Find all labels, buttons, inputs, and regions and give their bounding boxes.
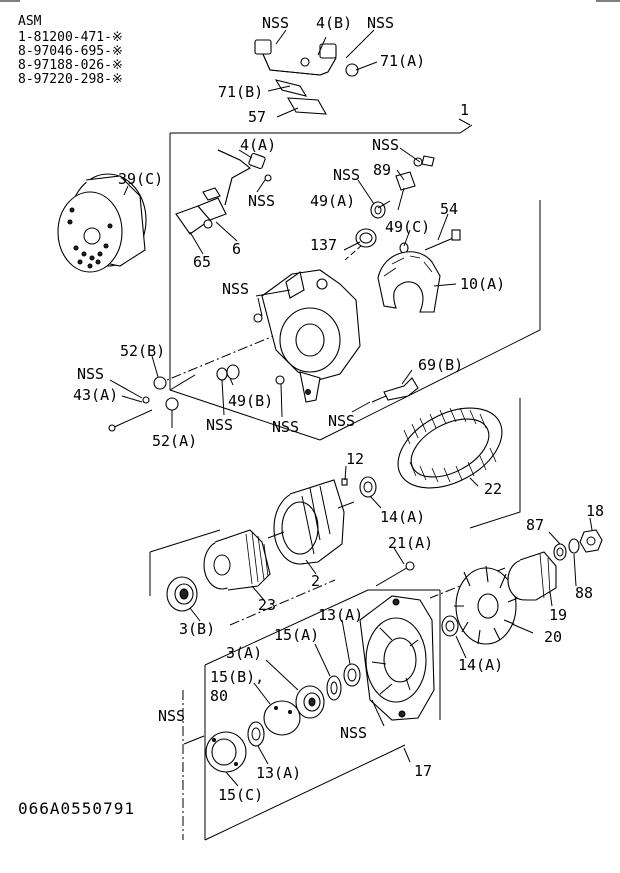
callout-14a-lower: 14(A) (458, 656, 503, 674)
assembly-title: ASM (18, 14, 42, 29)
part-23-pulley (203, 529, 271, 591)
callout-nss-top-right: NSS (367, 14, 394, 32)
callout-65: 65 (193, 253, 211, 271)
part-69b-bracket (371, 377, 419, 403)
part-89-terminal (395, 155, 435, 211)
assembly-header: ASM 1-81200-471-※ 8-97046-695-※ 8-97188-… (18, 14, 123, 87)
part-17-front-housing (359, 595, 435, 721)
part-43a-through-bolt (108, 409, 153, 432)
callout-nss-69b: NSS (328, 412, 355, 430)
callout-19: 19 (549, 606, 567, 624)
callout-69b: 69(B) (418, 356, 463, 374)
callout-52a: 52(A) (152, 432, 197, 450)
part-13a-15c-retainer (183, 721, 265, 773)
callout-17: 17 (414, 762, 432, 780)
callout-13a-upper: 13(A) (318, 606, 363, 624)
callout-20: 20 (544, 628, 562, 646)
callout-89: 89 (373, 161, 391, 179)
callout-137: 137 (310, 236, 337, 254)
callout-2: 2 (311, 572, 320, 590)
assembly-number-1: 1-81200-471-※ (18, 30, 123, 45)
callout-nss-top-left: NSS (262, 14, 289, 32)
callout-15a: 15(A) (274, 626, 319, 644)
callout-21a: 21(A) (388, 534, 433, 552)
callout-nss-bottom-left: NSS (158, 707, 185, 725)
callout-18: 18 (586, 502, 604, 520)
callout-1: 1 (460, 101, 469, 119)
callout-39c: 39(C) (118, 170, 163, 188)
callout-nss-49a: NSS (333, 166, 360, 184)
callout-nss-4a: NSS (248, 192, 275, 210)
callout-88: 88 (575, 584, 593, 602)
callout-15c: 15(C) (218, 786, 263, 804)
top-harness-wire (254, 39, 359, 115)
part-2-rotor (267, 479, 355, 565)
callout-52b: 52(B) (120, 342, 165, 360)
assembly-number-2: 8-97046-695-※ (18, 44, 123, 59)
part-14a-12-spacer (341, 476, 377, 498)
leader-lines (109, 29, 593, 787)
callout-3a: 3(A) (226, 644, 262, 662)
callout-22: 22 (484, 480, 502, 498)
callout-54: 54 (440, 200, 458, 218)
callout-10a: 10(A) (460, 275, 505, 293)
assembly-boundary-lines (149, 124, 541, 841)
part-54-bolt (424, 229, 461, 251)
callout-23: 23 (258, 596, 276, 614)
callout-4a: 4(A) (240, 136, 276, 154)
callout-nss-mid: NSS (222, 280, 249, 298)
callout-87: 87 (526, 516, 544, 534)
assembly-number-4: 8-97220-298-※ (18, 72, 123, 87)
callout-labels: NSS 4(B) NSS 71(A) 71(B) 57 1 4(A) NSS N… (73, 14, 604, 804)
callout-nss-49b: NSS (206, 416, 233, 434)
part-21a-stud-bolt (375, 561, 415, 587)
callout-49a: 49(A) (310, 192, 355, 210)
part-49b-52-bushes (142, 364, 285, 411)
callout-6: 6 (232, 240, 241, 258)
part-3b-bearing (166, 576, 198, 612)
callout-nss-housing: NSS (272, 418, 299, 436)
part-20-fan (441, 565, 519, 645)
part-1-rear-housing (253, 269, 361, 403)
part-39c-rear-cover (57, 173, 147, 273)
callout-71b: 71(B) (218, 83, 263, 101)
callout-49b: 49(B) (228, 392, 273, 410)
callout-14a-upper: 14(A) (380, 508, 425, 526)
part-15b-80-plate (263, 700, 301, 736)
callout-nss-17: NSS (340, 724, 367, 742)
part-19-88-87-18-front-pulley (507, 529, 603, 601)
callout-71a: 71(A) (380, 52, 425, 70)
callout-12: 12 (346, 450, 364, 468)
part-22-stator (397, 407, 503, 489)
part-10a-rectifier (377, 251, 441, 313)
assembly-number-3: 8-97188-026-※ (18, 58, 123, 73)
callout-57: 57 (248, 108, 266, 126)
callout-15b: 15(B), (210, 668, 264, 686)
part-6-65-regulator (175, 187, 227, 235)
cover-vent-holes (67, 207, 113, 269)
callout-49c: 49(C) (385, 218, 430, 236)
callout-nss-89: NSS (372, 136, 399, 154)
part-4a-terminal-wire (217, 149, 272, 206)
callout-4b: 4(B) (316, 14, 352, 32)
callout-80: 80 (210, 687, 228, 705)
callout-3b: 3(B) (179, 620, 215, 638)
callout-nss-43a: NSS (77, 365, 104, 383)
part-13a-15a-3a-bearing-stack (295, 663, 361, 719)
callout-43a: 43(A) (73, 386, 118, 404)
callout-13a-lower: 13(A) (256, 764, 301, 782)
drawing-reference-number: 066A0550791 (18, 799, 135, 818)
